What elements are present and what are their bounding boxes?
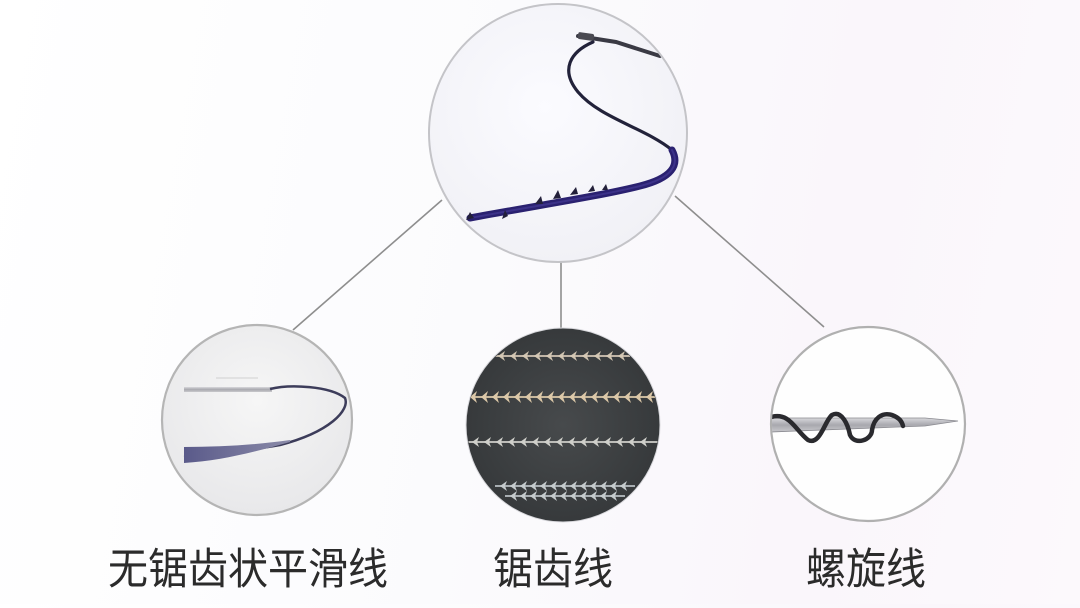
root-thread-image	[428, 3, 688, 263]
connector-root-to-right	[674, 195, 825, 328]
label-barbed-thread: 锯齿线	[493, 545, 613, 595]
connector-lines	[292, 195, 825, 331]
label-smooth-thread: 无锯齿状平滑线	[108, 545, 388, 595]
smooth-thread-image	[160, 323, 354, 517]
label-spiral-thread: 螺旋线	[806, 545, 926, 595]
barbed-thread-image	[465, 327, 661, 523]
connector-root-to-left	[292, 199, 443, 331]
spiral-thread-image	[769, 325, 967, 523]
